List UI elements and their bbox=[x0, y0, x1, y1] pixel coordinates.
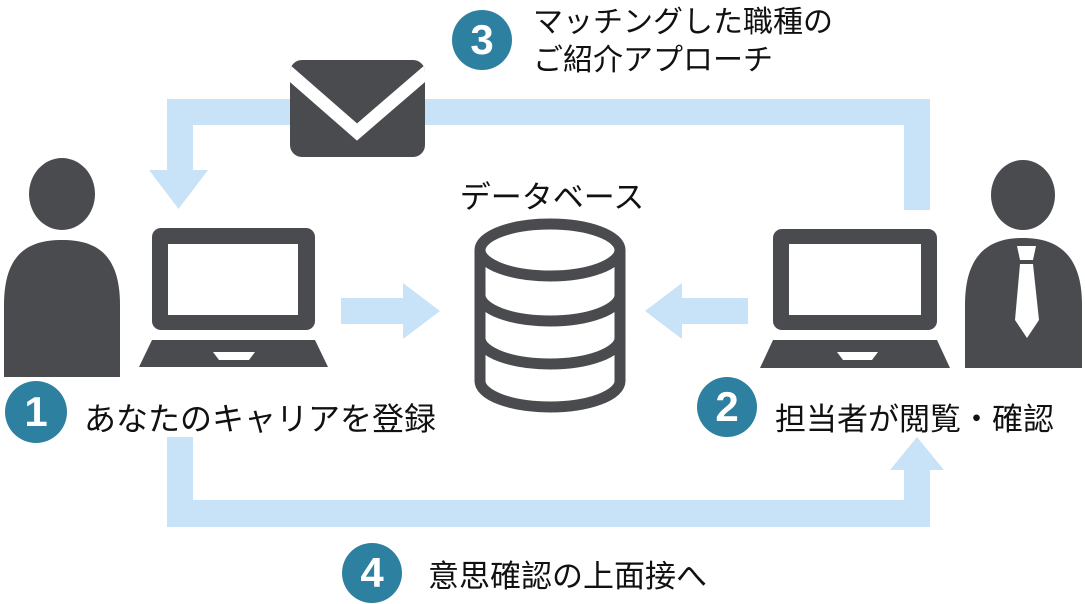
step-2-badge: 2 bbox=[697, 377, 757, 437]
tie-body bbox=[1015, 264, 1039, 338]
step-1-badge: 1 bbox=[5, 381, 67, 443]
arrow-candidate-to-database bbox=[341, 283, 440, 339]
step-3-label-line1: マッチングした職種の bbox=[533, 6, 833, 39]
person-icon bbox=[4, 158, 120, 377]
step-3-label-line2: ご紹介アプローチ bbox=[533, 44, 773, 77]
arrow-recruiter-to-database bbox=[645, 283, 748, 339]
recruiter-laptop-icon bbox=[760, 229, 950, 368]
flow-arrow-step3 bbox=[149, 99, 930, 210]
step-3-label: マッチングした職種の ご紹介アプローチ bbox=[533, 4, 833, 80]
step-2-label: 担当者が閲覧・確認 bbox=[775, 402, 1054, 437]
step-4-label: 意思確認の上面接へ bbox=[428, 559, 707, 594]
flow-arrow-step4 bbox=[167, 437, 944, 527]
database-label: データベース bbox=[459, 180, 645, 215]
step-1-label: あなたのキャリアを登録 bbox=[84, 401, 437, 437]
step-4-badge: 4 bbox=[342, 543, 402, 603]
step-3-badge: 3 bbox=[452, 10, 512, 70]
businessperson-tie-icon bbox=[965, 160, 1082, 368]
envelope-icon bbox=[290, 60, 425, 157]
tie-knot bbox=[1017, 246, 1036, 260]
candidate-laptop-icon bbox=[139, 228, 328, 367]
database-icon bbox=[474, 218, 626, 413]
